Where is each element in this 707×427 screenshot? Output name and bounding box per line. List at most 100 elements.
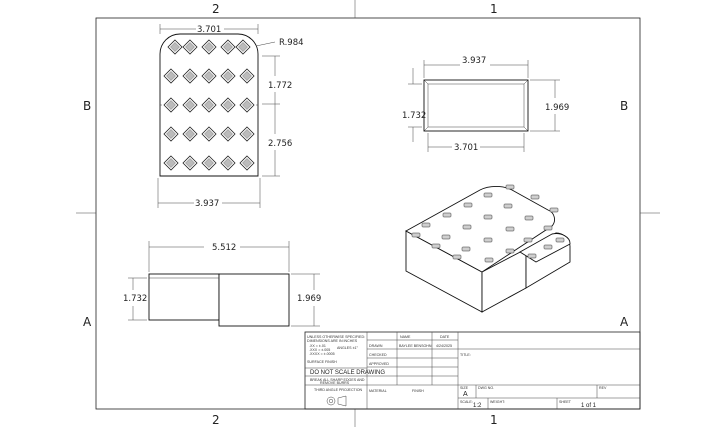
iso-slot <box>411 232 421 238</box>
iso-slot <box>483 214 493 220</box>
dim-topview-width-bottom: 3.701 <box>454 143 478 153</box>
iso-slot <box>484 257 494 263</box>
iso-slot <box>503 203 513 209</box>
rev-label: REV <box>599 386 607 390</box>
pocket-diamond-inner <box>204 71 214 81</box>
zone-label-top-2: 2 <box>212 2 220 16</box>
pocket-diamond-inner <box>166 71 176 81</box>
pocket-diamond-inner <box>242 71 252 81</box>
front-view: 3.701 R.984 1.772 2.756 3.937 <box>157 24 304 209</box>
iso-pocket-slots <box>411 184 565 263</box>
iso-slot <box>549 207 559 213</box>
isometric-view <box>405 184 571 313</box>
iso-slot <box>505 226 515 232</box>
pocket-diamond-inner <box>166 129 176 139</box>
dim-front-height-lower: 2.756 <box>268 139 292 149</box>
zone-label-left-a: A <box>83 315 92 329</box>
iso-slot <box>463 202 473 208</box>
drawn-date: 4/24/2025 <box>436 344 452 348</box>
pocket-diamond-inner <box>223 129 233 139</box>
dim-topview-width-top: 3.937 <box>462 56 486 66</box>
iso-slot <box>524 215 534 221</box>
dim-topview-height-left: 1.732 <box>402 111 426 121</box>
approved-label: APPROVED <box>369 362 389 366</box>
pocket-diamond-inner <box>223 42 233 52</box>
sheet-label: SHEET <box>559 400 572 404</box>
pocket-diamond-inner <box>185 42 195 52</box>
top-right-view: 3.937 1.732 1.969 3.701 <box>402 56 569 153</box>
pocket-diamond-inner <box>166 158 176 168</box>
iso-slot <box>421 222 431 228</box>
zone-label-bottom-2: 2 <box>212 413 220 427</box>
dim-front-width-top: 3.701 <box>197 25 221 35</box>
pocket-diamond-inner <box>238 42 248 52</box>
date-column-header: DATE <box>440 335 450 339</box>
dim-side-height-right: 1.969 <box>297 294 321 304</box>
iso-slot <box>543 225 553 231</box>
pocket-grid <box>163 39 255 171</box>
iso-slot <box>483 237 493 243</box>
iso-slot <box>452 254 462 260</box>
dim-side-width-top: 5.512 <box>212 243 236 253</box>
material-label: MATERIAL <box>369 389 387 393</box>
zone-label-bottom-1: 1 <box>490 413 498 427</box>
tolerance-note-2: DIMENSIONS ARE IN INCHES <box>307 339 358 343</box>
zone-label-right-a: A <box>620 315 629 329</box>
dim-front-width-bottom: 3.937 <box>195 199 219 209</box>
iso-slot <box>431 243 441 249</box>
drawn-by-name: BAYLEE BENSOHN <box>399 344 432 348</box>
dim-radius: R.984 <box>279 38 304 48</box>
pocket-diamond-inner <box>204 158 214 168</box>
projection-label: THIRD ANGLE PROJECTION <box>314 388 363 392</box>
do-not-scale-note: DO NOT SCALE DRAWING <box>310 370 385 376</box>
pocket-diamond-inner <box>242 129 252 139</box>
sheet-value: 1 of 1 <box>581 403 597 409</box>
dim-front-height-upper: 1.772 <box>268 81 292 91</box>
title-block: UNLESS OTHERWISE SPECIFIED: DIMENSIONS A… <box>304 331 641 410</box>
pocket-diamond-inner <box>204 129 214 139</box>
side-view: 5.512 1.732 1.969 <box>123 241 321 327</box>
pocket-diamond-inner <box>242 158 252 168</box>
break-edges-note: BREAK ALL SHARP EDGES AND <box>310 378 365 382</box>
iso-slot <box>462 224 472 230</box>
pocket-diamond-inner <box>185 100 195 110</box>
tolerance-note-7: SURFACE FINISH <box>307 360 337 364</box>
scale-value: 1:2 <box>473 403 482 409</box>
drawn-label: DRAWN <box>369 344 383 348</box>
iso-slot <box>483 192 493 198</box>
pocket-diamond-inner <box>170 42 180 52</box>
pocket-diamond-inner <box>223 158 233 168</box>
finish-label: FINISH <box>412 389 424 393</box>
name-column-header: NAME <box>400 335 411 339</box>
title-label: TITLE: <box>460 353 471 357</box>
iso-slot <box>461 246 471 252</box>
iso-slot <box>530 194 540 200</box>
tolerance-note-1: UNLESS OTHERWISE SPECIFIED: <box>307 335 365 339</box>
pocket-diamond-inner <box>204 100 214 110</box>
dim-side-height-left: 1.732 <box>123 294 147 304</box>
remove-burrs-note: REMOVE BURRS <box>320 381 350 385</box>
size-label: SIZE <box>460 386 469 390</box>
iso-slot <box>523 237 533 243</box>
pocket-diamond-inner <box>185 158 195 168</box>
dim-topview-height-right: 1.969 <box>545 103 569 113</box>
pocket-diamond-inner <box>223 71 233 81</box>
size-value: A <box>463 391 468 398</box>
pocket-diamond-inner <box>185 129 195 139</box>
iso-slot <box>505 248 515 254</box>
zone-label-right-b: B <box>620 99 628 113</box>
pocket-diamond-inner <box>223 100 233 110</box>
scale-label: SCALE: <box>460 400 473 404</box>
checked-label: CHECKED <box>369 353 387 357</box>
zone-label-left-b: B <box>83 99 91 113</box>
tolerance-note-6: ANGLES ±1° <box>337 346 359 350</box>
tolerance-note-4: .XXX = ±.005 <box>309 348 330 352</box>
zone-label-top-1: 1 <box>490 2 498 16</box>
third-angle-projection-icon <box>326 395 347 407</box>
iso-slot <box>441 234 451 240</box>
iso-slot <box>442 212 452 218</box>
iso-slot <box>543 244 553 250</box>
tolerance-note-3: .XX = ±.01 <box>309 344 326 348</box>
iso-slot <box>555 237 565 243</box>
